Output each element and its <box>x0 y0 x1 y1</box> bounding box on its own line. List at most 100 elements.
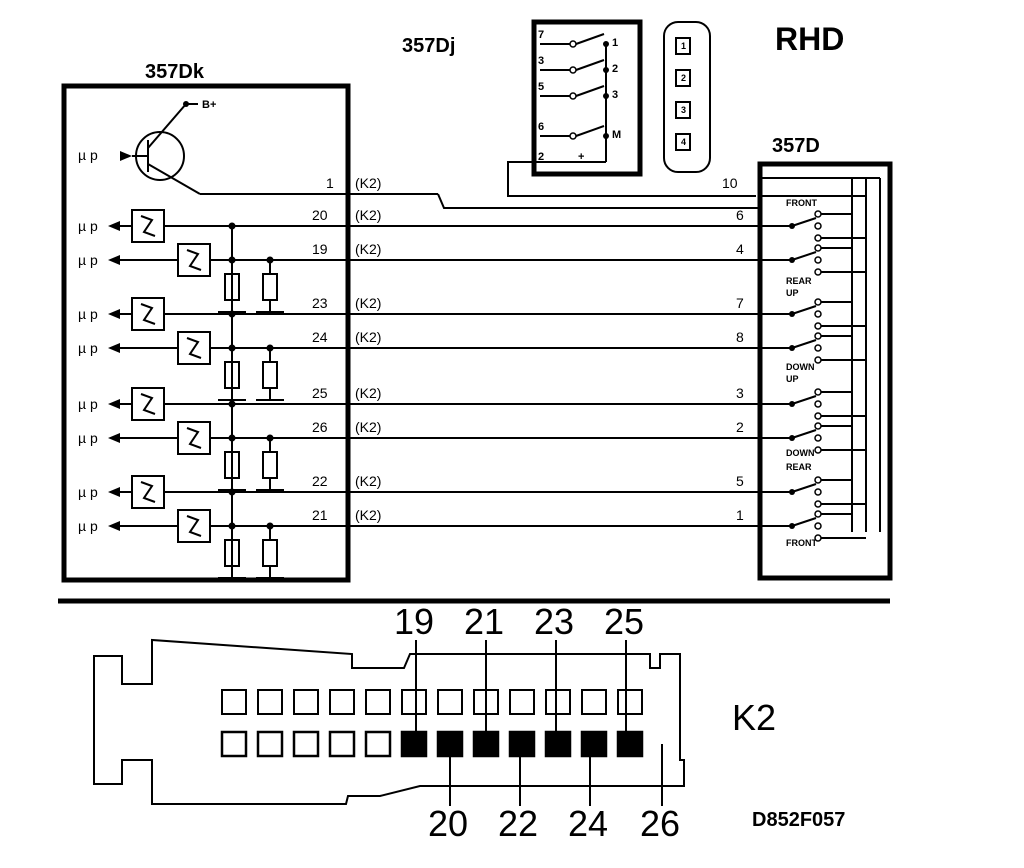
switch-pin-label: 2 <box>736 419 744 435</box>
k2-top-pin-label: 25 <box>604 601 644 642</box>
plug-pin <box>675 69 691 87</box>
mp-label: µ p <box>78 306 98 322</box>
k2-cavity <box>257 689 283 715</box>
plus-label: + <box>578 151 584 163</box>
plug-pin <box>675 101 691 119</box>
resistor-icon <box>262 361 278 389</box>
connector-label: (K2) <box>355 419 381 435</box>
mp-label: µ p <box>78 484 98 500</box>
mirror-switch-name: 357Dj <box>402 35 455 57</box>
switch-pin-label: 5 <box>736 473 744 489</box>
k2-cavity <box>545 689 571 715</box>
k2-cavity <box>221 689 247 715</box>
plug-pin-number: 2 <box>681 73 686 83</box>
k2-cavity <box>580 730 608 758</box>
k2-cavity <box>400 730 428 758</box>
seat-switch-label: UP <box>786 288 799 298</box>
seat-switch-label: REAR <box>786 276 812 286</box>
mirror-output-label: 2 <box>612 63 618 75</box>
connector-label: (K2) <box>355 329 381 345</box>
signal-line-20: µ p 20 (K2) 6 <box>78 207 760 243</box>
mp-label: µ p <box>78 340 98 356</box>
ecu-pin-label: 25 <box>312 385 328 401</box>
connector-label-pin-1: (K2) <box>355 175 381 191</box>
mp-label: µ p <box>78 396 98 412</box>
mp-label: µ p <box>78 252 98 268</box>
signal-line-21: µ p 21 (K2) 1 <box>78 507 760 543</box>
mirror-input-label: 3 <box>538 55 544 67</box>
k2-cavity <box>328 730 356 758</box>
plug-pin-number: 4 <box>681 137 686 147</box>
seat-switch-label: DOWN <box>786 362 815 372</box>
mirror-input-label: 7 <box>538 29 544 41</box>
mirror-output-label: M <box>612 129 621 141</box>
seat-switch-label: REAR <box>786 462 812 472</box>
ecu-pin-label: 22 <box>312 473 328 489</box>
k2-top-pin-label: 19 <box>394 601 434 642</box>
connector-label: (K2) <box>355 507 381 523</box>
k2-cavity <box>401 689 427 715</box>
plug-outline <box>663 21 711 173</box>
k2-cavity <box>509 689 535 715</box>
mp-label: µ p <box>78 218 98 234</box>
signal-line-24: µ p 24 (K2) 8 <box>78 329 760 365</box>
drawing-id: D852F057 <box>752 809 845 831</box>
mirror-output-label: 3 <box>612 89 618 101</box>
mirror-switch-box <box>531 19 643 177</box>
signal-line-22: µ p 22 (K2) 5 <box>78 473 760 509</box>
connector-label: (K2) <box>355 295 381 311</box>
connector-label: (K2) <box>355 207 381 223</box>
mirror-input-label: 5 <box>538 81 544 93</box>
switch-pin-label: 1 <box>736 507 744 523</box>
signal-line-23: µ p23(K2)7 <box>78 295 760 331</box>
k2-cavity <box>508 730 536 758</box>
k2-cavity <box>616 730 644 758</box>
ecu-pin-label: 20 <box>312 207 328 223</box>
plug-pin-number: 3 <box>681 105 686 115</box>
k2-top-pin-label: 21 <box>464 601 504 642</box>
mp-label: µ p <box>78 430 98 446</box>
k2-cavity <box>293 689 319 715</box>
connector-label: (K2) <box>355 473 381 489</box>
signal-line-26: µ p 26 (K2) 2 <box>78 419 760 455</box>
k2-cavity <box>292 730 320 758</box>
switch-pin-label: 7 <box>736 295 744 311</box>
k2-cavity <box>581 689 607 715</box>
plug-pin-number: 1 <box>681 41 686 51</box>
plug-pin <box>675 133 691 151</box>
k2-connector-outline <box>93 638 685 805</box>
diagram-title: RHD <box>775 21 844 57</box>
ecu-name: 357Dk <box>145 61 205 83</box>
seat-switch-label: UP <box>786 374 799 384</box>
ecu-pin-label: 21 <box>312 507 328 523</box>
k2-cavity <box>220 730 248 758</box>
mirror-input-label: 2 <box>538 151 544 163</box>
supply-label: B+ <box>202 99 216 111</box>
k2-bottom-pin-label: 26 <box>640 803 680 844</box>
k2-cavity <box>365 689 391 715</box>
k2-label: K2 <box>732 697 776 738</box>
resistor-icon <box>262 451 278 479</box>
k2-cavity <box>364 730 392 758</box>
resistor-icon <box>262 273 278 301</box>
mp-label: µ p <box>78 518 98 534</box>
k2-cavity <box>617 689 643 715</box>
switch-pin-label: 8 <box>736 329 744 345</box>
seat-feed-pin: 10 <box>722 175 738 191</box>
switch-pin-label: 6 <box>736 207 744 223</box>
seat-switch-name: 357D <box>772 135 820 157</box>
seat-switch-label: DOWN <box>786 448 815 458</box>
transistor-symbol <box>120 101 438 195</box>
k2-cavity <box>256 730 284 758</box>
connector-label: (K2) <box>355 241 381 257</box>
resistor-network <box>218 226 284 579</box>
mirror-output-label: 1 <box>612 37 618 49</box>
k2-bottom-pin-label: 20 <box>428 803 468 844</box>
ecu-pin-label: 26 <box>312 419 328 435</box>
signal-line-25: µ p25(K2)3 <box>78 385 760 421</box>
seat-switch-label: FRONT <box>786 198 817 208</box>
ecu-box <box>61 83 351 583</box>
ecu-pin-label: 24 <box>312 329 328 345</box>
mp-label-transistor: µ p <box>78 147 98 163</box>
